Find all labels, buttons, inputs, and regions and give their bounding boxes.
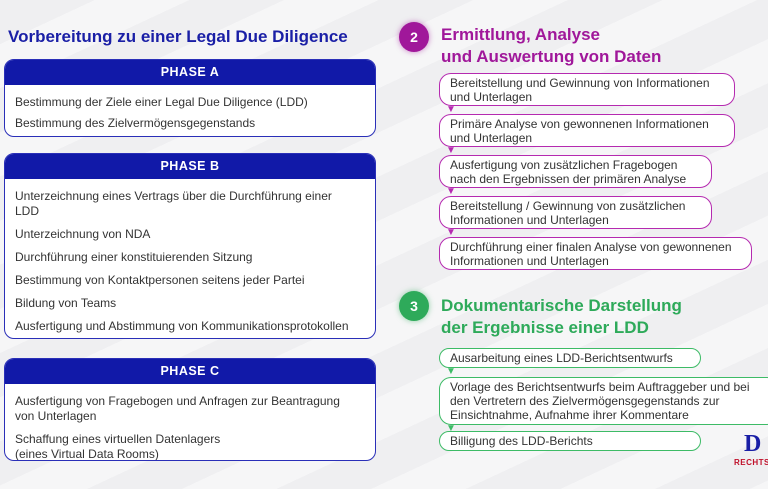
arrow-down-icon: ▼ — [446, 145, 456, 156]
phase-a-card: PHASE A Bestimmung der Ziele einer Legal… — [4, 59, 376, 137]
phase-a-header: PHASE A — [5, 60, 375, 85]
section2-step: Bereitstellung / Gewinnung von zusätzlic… — [439, 196, 712, 229]
section3-title: Dokumentarische Darstellung der Ergebnis… — [441, 295, 682, 339]
section3-title-line: Dokumentarische Darstellung — [441, 296, 682, 315]
section2-title-line: und Auswertung von Daten — [441, 47, 662, 66]
phase-b-card: PHASE B Unterzeichnung eines Vertrags üb… — [4, 153, 376, 339]
arrow-down-icon: ▼ — [446, 366, 456, 377]
arrow-down-icon: ▼ — [446, 227, 456, 238]
phase-a-item: Bestimmung der Ziele einer Legal Due Dil… — [15, 95, 308, 109]
phase-b-item: Ausfertigung und Abstimmung von Kommunik… — [15, 319, 349, 333]
section2-title-line: Ermittlung, Analyse — [441, 25, 601, 44]
section3-step: Vorlage des Berichtsentwurfs beim Auftra… — [439, 377, 768, 425]
section3-title-line: der Ergebnisse einer LDD — [441, 318, 649, 337]
section2-step: Durchführung einer finalen Analyse von g… — [439, 237, 752, 270]
phase-c-item: Schaffung eines virtuellen Datenlagers (… — [15, 432, 221, 461]
phase-b-header: PHASE B — [5, 154, 375, 179]
phase-c-header: PHASE C — [5, 359, 375, 384]
company-logo-subtitle: RECHTS — [734, 458, 768, 467]
step-number-badge: 3 — [399, 291, 429, 321]
phase-a-item: Bestimmung des Zielvermögensgegenstands — [15, 116, 256, 130]
section2-step: Ausfertigung von zusätzlichen Fragebogen… — [439, 155, 712, 188]
phase-c-item: Ausfertigung von Fragebogen und Anfragen… — [15, 394, 340, 423]
arrow-down-icon: ▼ — [446, 423, 456, 434]
phase-b-item: Bildung von Teams — [15, 296, 117, 310]
arrow-down-icon: ▼ — [446, 104, 456, 115]
arrow-down-icon: ▼ — [446, 186, 456, 197]
phase-b-item: Durchführung einer konstituierenden Sitz… — [15, 250, 253, 264]
company-logo: D — [744, 431, 762, 457]
section2-step: Primäre Analyse von gewonnenen Informati… — [439, 114, 735, 147]
phase-b-item: Unterzeichnung eines Vertrags über die D… — [15, 189, 332, 218]
section2-step: Bereitstellung und Gewinnung von Informa… — [439, 73, 735, 106]
phase-b-item: Unterzeichnung von NDA — [15, 227, 151, 241]
step-number-badge: 2 — [399, 22, 429, 52]
phase-c-card: PHASE C Ausfertigung von Fragebogen und … — [4, 358, 376, 461]
section3-step: Ausarbeitung eines LDD-Berichtsentwurfs — [439, 348, 701, 368]
section2-title: Ermittlung, Analyse und Auswertung von D… — [441, 24, 661, 68]
left-title: Vorbereitung zu einer Legal Due Diligenc… — [8, 27, 348, 46]
section3-step: Billigung des LDD-Berichts — [439, 431, 701, 451]
phase-b-item: Bestimmung von Kontaktpersonen seitens j… — [15, 273, 305, 287]
